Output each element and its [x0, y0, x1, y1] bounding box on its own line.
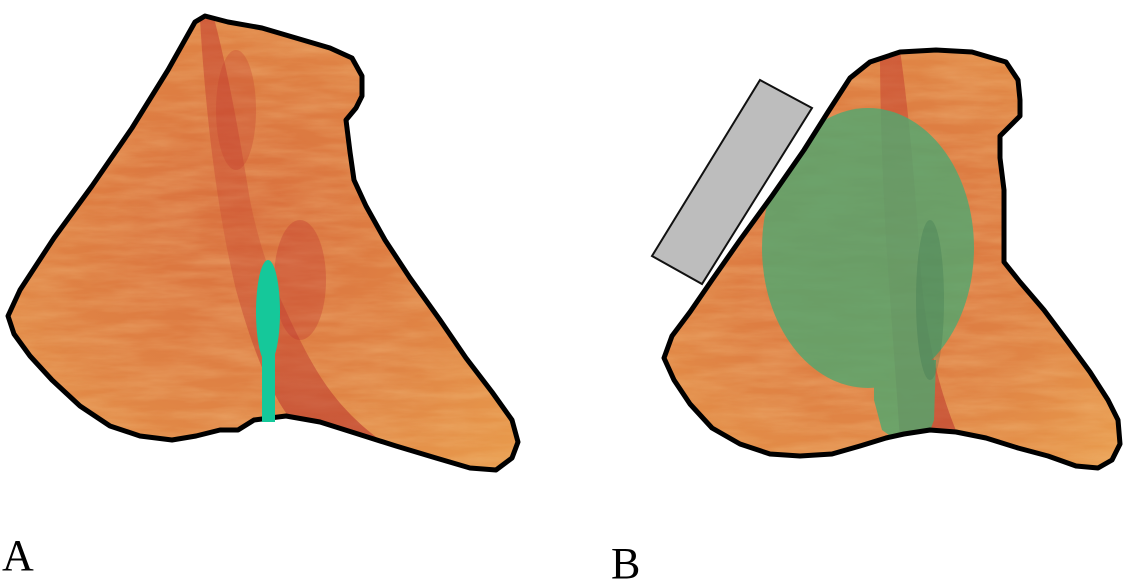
panel-a [0, 0, 540, 480]
panel-a-label: A [2, 534, 34, 578]
panel-b [640, 40, 1128, 480]
panel-b-label: B [611, 542, 640, 586]
